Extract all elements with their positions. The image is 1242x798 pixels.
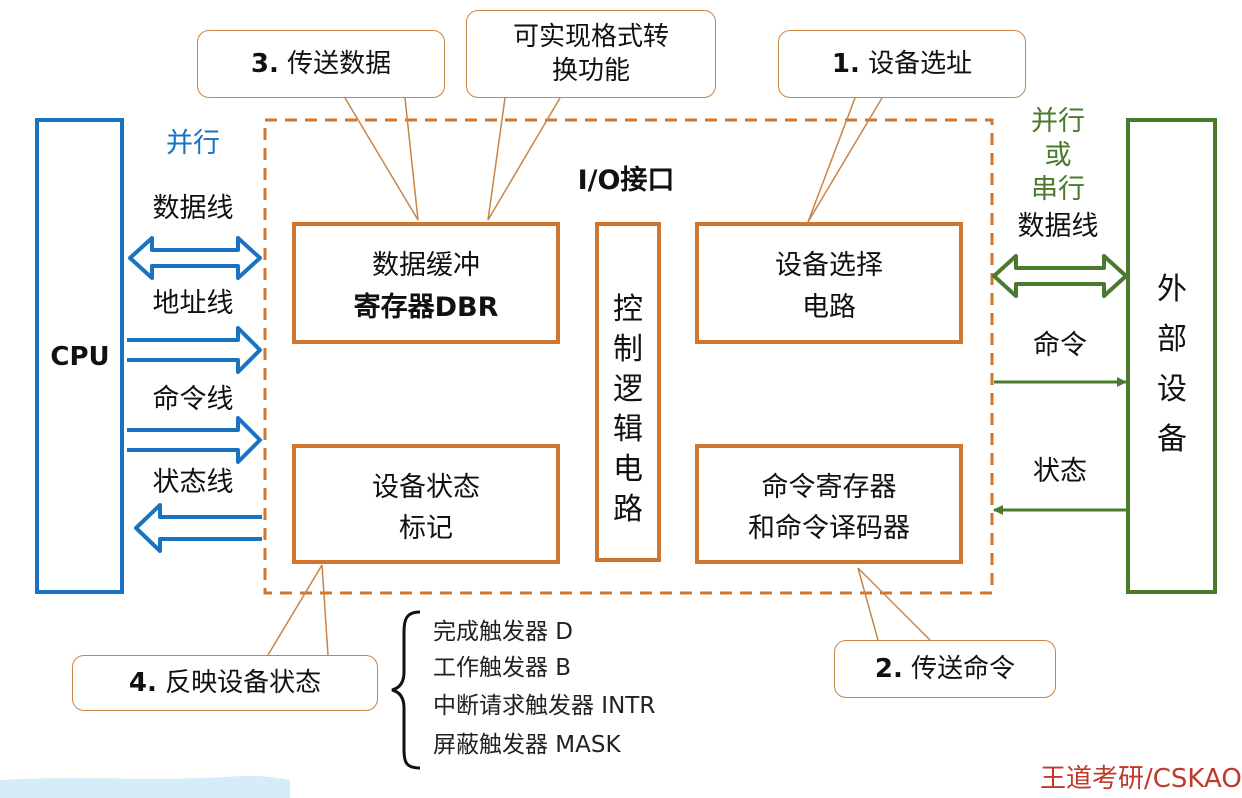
command-line-arrow: [127, 416, 262, 464]
data-line-label: 数据线: [152, 193, 234, 224]
flag-done: 完成触发器 D: [433, 619, 574, 645]
cpu-parallel-label: 并行: [166, 128, 220, 159]
device-data-line-label: 数据线: [1017, 211, 1099, 242]
callout-transfer-data-text: 传送数据: [287, 49, 392, 79]
device-select-label-line1: 设备选择: [775, 250, 883, 281]
command-register-label-line1: 命令寄存器: [761, 472, 897, 503]
callout-transfer-data: 3. 传送数据: [197, 30, 445, 98]
device-select-block: [695, 222, 963, 344]
control-logic-text: 控制逻辑电路: [613, 292, 643, 527]
control-logic-block: [595, 222, 661, 562]
command-line-label: 命令线: [152, 384, 234, 415]
device-command-label: 命令: [1033, 330, 1087, 361]
device-mode-or: 或: [1044, 140, 1072, 171]
status-line-arrow: [134, 503, 262, 553]
status-flag-block: [292, 444, 560, 564]
callout-device-address: 1. 设备选址: [778, 30, 1026, 98]
dbr-label-line2: 寄存器DBR: [353, 292, 499, 323]
callout-pointers: [267, 97, 931, 656]
cpu-box: [35, 118, 124, 594]
flag-busy: 工作触发器 B: [433, 655, 572, 681]
watermark: 王道考研/CSKAO: [1040, 764, 1242, 794]
flag-interrupt-request: 中断请求触发器 INTR: [433, 693, 656, 719]
status-flag-label-line2: 标记: [399, 513, 453, 544]
callout-command-num: 2.: [874, 654, 903, 684]
callout-command-text: 传送命令: [911, 654, 1016, 684]
callout-format-line2: 换功能: [551, 56, 630, 86]
io-interface-boundary: [263, 118, 994, 595]
io-interface-title: I/O接口: [577, 165, 675, 196]
device-box: [1126, 118, 1217, 594]
callout-transfer-command: 2. 传送命令: [834, 640, 1056, 698]
device-label: 外部设备: [1152, 265, 1192, 465]
flag-mask: 屏蔽触发器 MASK: [433, 732, 621, 758]
control-logic-label: 控制逻辑电路: [608, 290, 648, 530]
device-label-text: 外部设备: [1157, 272, 1187, 457]
flags-brace: [391, 610, 421, 770]
data-line-arrow: [128, 236, 262, 280]
decorative-wave: [0, 775, 290, 798]
device-select-label-line2: 电路: [802, 292, 856, 323]
callout-status-text: 反映设备状态: [165, 668, 322, 698]
callout-address-text: 设备选址: [868, 49, 973, 79]
command-register-label-line2: 和命令译码器: [748, 513, 910, 544]
callout-format-conversion: 可实现格式转 换功能: [466, 10, 716, 98]
device-data-line-arrow: [992, 254, 1128, 298]
device-mode-parallel: 并行: [1031, 106, 1085, 137]
callout-device-status: 4. 反映设备状态: [72, 655, 378, 711]
device-mode-serial: 串行: [1031, 174, 1085, 205]
status-line-label: 状态线: [152, 467, 234, 498]
address-line-label: 地址线: [152, 288, 234, 319]
callout-transfer-data-num: 3.: [250, 49, 279, 79]
callout-status-num: 4.: [128, 668, 157, 698]
status-flag-label-line1: 设备状态: [372, 472, 480, 503]
callout-address-num: 1.: [831, 49, 860, 79]
command-register-block: [695, 444, 963, 564]
dbr-label-line1: 数据缓冲: [372, 250, 480, 281]
device-status-label: 状态: [1033, 456, 1087, 487]
callout-format-line1: 可实现格式转: [512, 22, 669, 52]
dbr-block: [292, 222, 560, 344]
cpu-label: CPU: [50, 342, 110, 372]
address-line-arrow: [127, 326, 262, 374]
